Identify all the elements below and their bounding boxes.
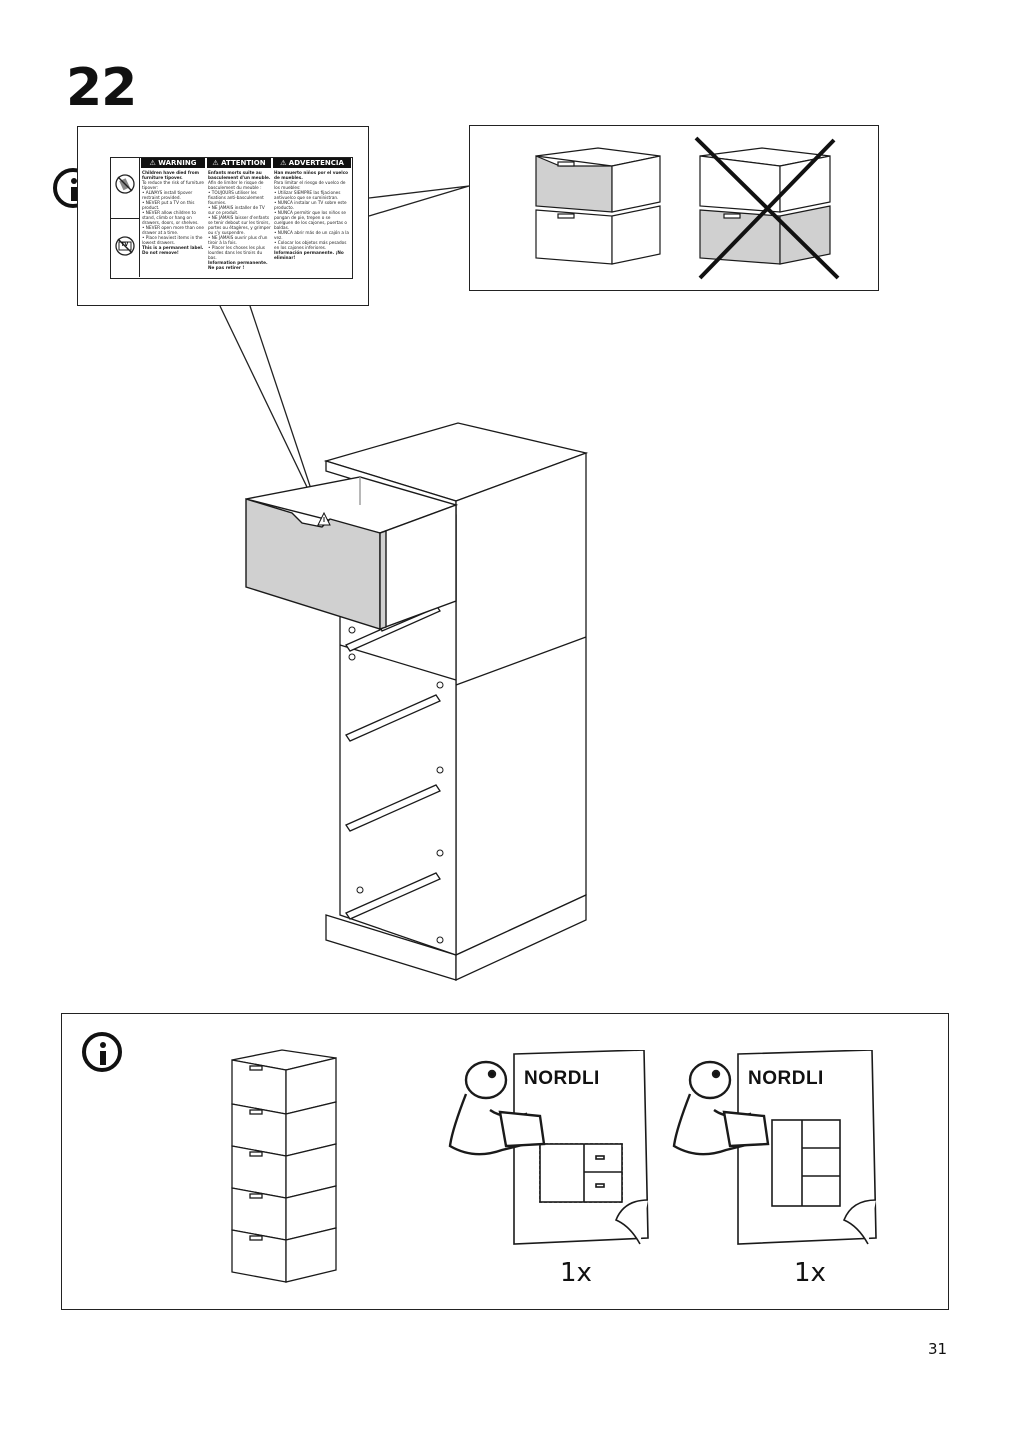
fr-title: Enfants morts suite au basculement d'un … [208,170,271,180]
en-bullet: • NEVER allow children to stand, climb o… [142,210,199,225]
warning-text-en: Children have died from furniture tipove… [142,170,205,276]
en-bullet: • NEVER put a TV on this product. [142,200,195,210]
tv-icon-text: TV [121,242,129,248]
warning-triangle-icon [317,511,331,526]
no-tv-icon: TV [115,236,135,256]
info-panel: NORDLI 1x NORDLI 1x [61,1013,949,1310]
warning-label-callout: TV ⚠ WARNING ⚠ ATTENTION ⚠ ADVERTENCIA C… [77,126,369,306]
booklet-2-illustration [672,1050,877,1245]
header-advertencia: ⚠ ADVERTENCIA [273,158,351,168]
cross-mark-icon [694,136,840,280]
fr-bullet: • NE JAMAIS installer de TV sur ce produ… [208,205,265,215]
es-title: Han muerto niños por el vuelco de mueble… [274,170,349,180]
fr-footer: Information permanente. Ne pas retirer ! [208,260,268,270]
reading-person-icon [672,1060,770,1156]
fr-intro: Afin de limiter le risque de basculement… [208,180,264,190]
es-bullet: • NUNCA permitir que los niños se pongan… [274,210,347,230]
dresser-side-panel [455,452,587,957]
fr-bullet: • NE JAMAIS ouvrir plus d'un tiroir à la… [208,235,268,245]
dresser-illustration [245,422,589,982]
pulled-out-drawer [245,476,459,631]
en-bullet: • Place heaviest items in the lowest dra… [142,235,203,245]
correct-drawer-stack [535,147,661,265]
page-number: 31 [928,1340,948,1358]
es-bullet: • NUNCA abrir más de un cajón a la vez. [274,230,349,240]
drawer-comparison-drawing [535,136,840,280]
en-footer: This is a permanent label. Do not remove… [142,245,204,255]
booklet-quantity: 1x [560,1258,592,1288]
es-footer: Información permanente. ¡No eliminar! [274,250,344,260]
info-icon [82,1032,122,1072]
header-warning: ⚠ WARNING [141,158,205,168]
fr-bullet: • Placer les choses les plus lourdes dan… [208,245,265,260]
es-bullet: • NUNCA instalar un TV sobre este produc… [274,200,347,210]
fr-bullet: • NE JAMAIS laisser d'enfants se tenir d… [208,215,271,235]
en-bullet: • ALWAYS install tipover restraint provi… [142,190,193,200]
warning-text-fr: Enfants morts suite au basculement d'un … [208,170,271,276]
booklet-quantity: 1x [794,1258,826,1288]
es-intro: Para limitar el riesgo de vuelco de los … [274,180,346,190]
warning-text-es: Han muerto niños por el vuelco de mueble… [274,170,350,276]
step-number: 22 [66,58,137,118]
booklet-1-illustration [448,1050,649,1245]
es-bullet: • Colocar los objetos más pesados en los… [274,240,347,250]
en-title: Children have died from furniture tipove… [142,170,199,180]
warning-sticker: TV ⚠ WARNING ⚠ ATTENTION ⚠ ADVERTENCIA C… [110,157,353,279]
stacked-drawers-illustration [231,1049,337,1283]
drawer-orientation-comparison [469,125,879,291]
reading-person-icon [448,1060,546,1156]
booklet-title: NORDLI [524,1068,600,1089]
booklet-title: NORDLI [748,1068,824,1089]
es-bullet: • Utilizar SIEMPRE las fijaciones antivu… [274,190,341,200]
fr-bullet: • TOUJOURS utiliser les fixations anti-b… [208,190,264,205]
sticker-icon-column: TV [111,158,140,277]
en-intro: To reduce the risk of furniture tipover: [142,180,204,190]
header-attention: ⚠ ATTENTION [207,158,271,168]
en-bullet: • NEVER open more than one drawer at a t… [142,225,204,235]
tipover-icon [115,174,135,194]
